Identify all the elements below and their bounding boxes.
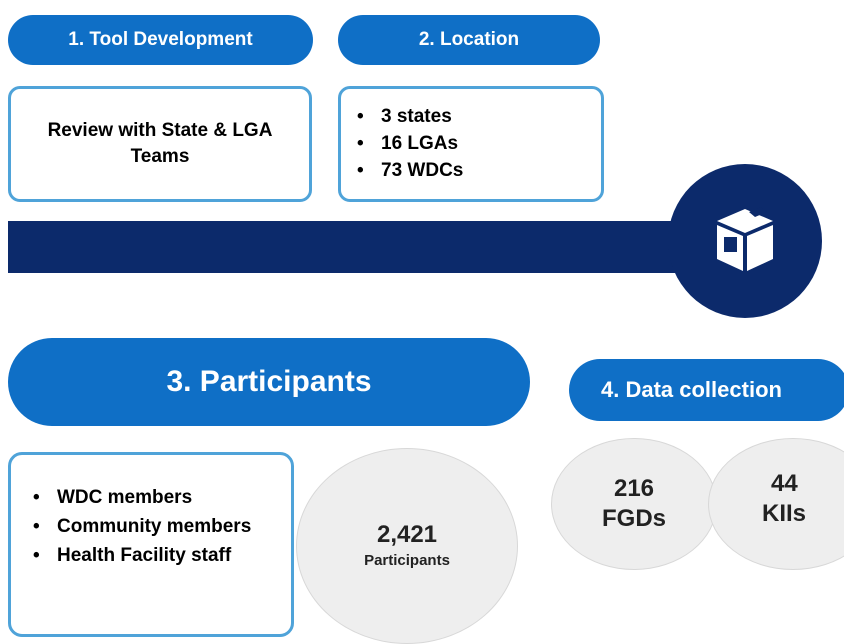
- step4-title-text: 4. Data collection: [601, 377, 782, 402]
- fgd-value: 216: [613, 475, 655, 502]
- kii-label: KIIs: [762, 500, 807, 527]
- step2-box: 3 states 16 LGAs 73 WDCs: [338, 86, 604, 202]
- step2-title-text: 2. Location: [418, 29, 520, 50]
- step3-box: WDC members Community members Health Fac…: [8, 452, 294, 637]
- step1-title: 1. Tool Development: [8, 15, 313, 65]
- list-item: WDC members: [29, 483, 283, 512]
- kii-circle: 44 KIIs: [708, 438, 844, 570]
- step4-title: 4. Data collection: [569, 359, 844, 421]
- timeline-band: [8, 221, 748, 273]
- fgd-label: FGDs: [601, 505, 666, 532]
- box-icon: [709, 203, 781, 280]
- step2-title: 2. Location: [338, 15, 600, 65]
- step3-list: WDC members Community members Health Fac…: [29, 483, 283, 570]
- list-item: Health Facility staff: [29, 541, 283, 570]
- step1-title-text: 1. Tool Development: [68, 29, 253, 50]
- list-item: Community members: [29, 512, 283, 541]
- list-item: 3 states: [353, 103, 593, 130]
- step1-box: Review with State & LGA Teams: [8, 86, 312, 202]
- participants-circle: 2,421 Participants: [296, 448, 518, 644]
- kii-value: 44: [771, 470, 798, 497]
- fgd-circle: 216 FGDs: [551, 438, 717, 570]
- step3-title-text: 3. Participants: [166, 365, 372, 398]
- step2-list: 3 states 16 LGAs 73 WDCs: [353, 103, 593, 184]
- list-item: 16 LGAs: [353, 130, 593, 157]
- list-item: 73 WDCs: [353, 157, 593, 184]
- step3-title: 3. Participants: [8, 338, 530, 426]
- participants-label: Participants: [364, 552, 450, 569]
- hub-circle: [668, 164, 822, 318]
- step1-text: Review with State & LGA Teams: [47, 120, 273, 167]
- participants-value: 2,421: [376, 521, 438, 548]
